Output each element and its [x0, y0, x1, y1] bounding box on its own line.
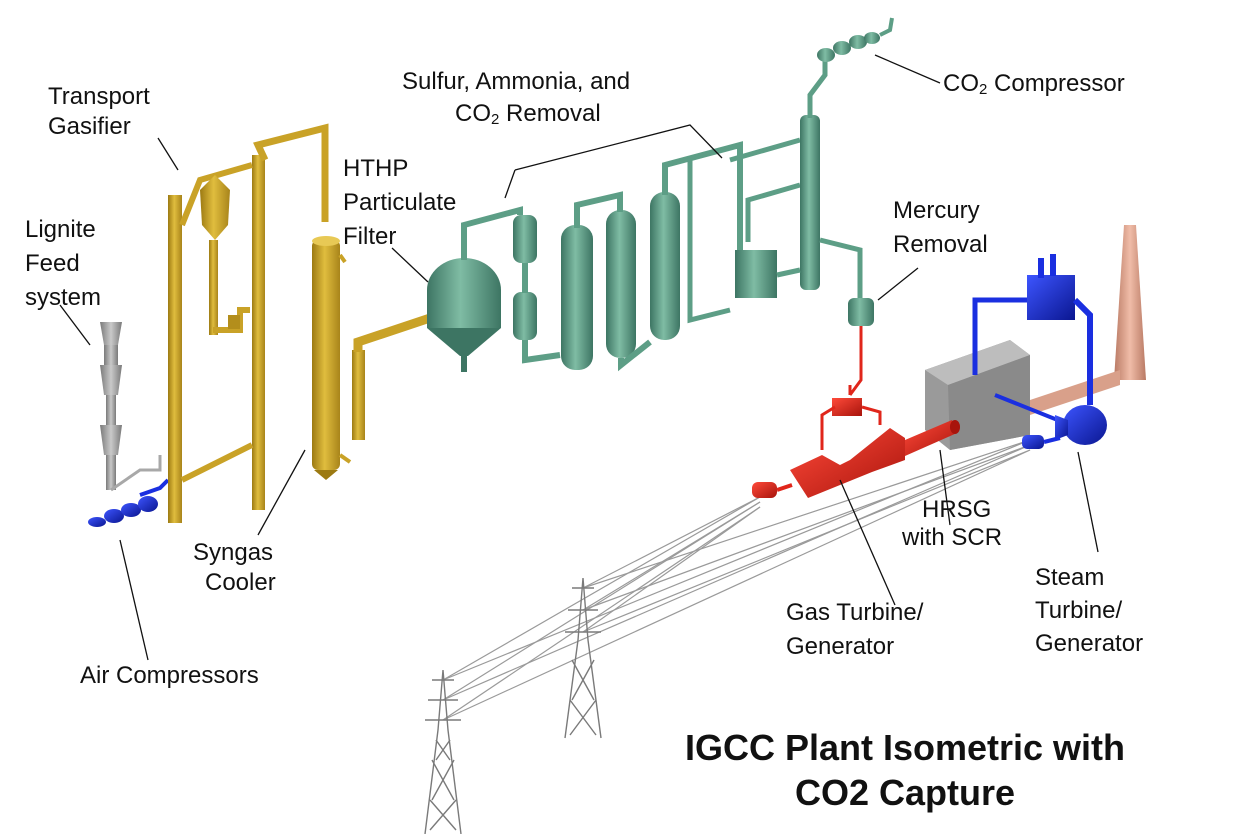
label-air-compressors: Air Compressors	[80, 662, 259, 689]
svg-text:CO2 Capture: CO2 Capture	[795, 772, 1015, 813]
svg-text:Filter: Filter	[343, 223, 396, 250]
svg-text:Removal: Removal	[893, 231, 988, 258]
transport-gasifier	[168, 123, 329, 523]
svg-text:HTHP: HTHP	[343, 155, 408, 182]
transmission-tower-left	[424, 669, 462, 834]
svg-text:Transport: Transport	[48, 83, 150, 110]
label-sulfur-ammonia-co2-removal: Sulfur, Ammonia, and CO2 Removal	[402, 68, 630, 128]
svg-text:HRSG: HRSG	[922, 496, 991, 523]
svg-text:Generator: Generator	[1035, 630, 1143, 657]
transmission-tower-right	[564, 577, 602, 739]
label-transport-gasifier: Transport Gasifier	[48, 83, 150, 140]
transmission-lines	[442, 439, 1031, 721]
svg-text:with SCR: with SCR	[901, 524, 1002, 551]
leader-lines	[59, 54, 1099, 661]
label-syngas-cooler: Syngas Cooler	[193, 539, 276, 596]
svg-text:Sulfur, Ammonia, and: Sulfur, Ammonia, and	[402, 68, 630, 95]
steam-turbine-generator	[972, 254, 1107, 449]
svg-text:system: system	[25, 284, 101, 311]
lignite-feed-system	[100, 322, 162, 492]
label-co2-compressor: CO2 Compressor	[943, 70, 1125, 98]
label-steam-turbine-generator: Steam Turbine/ Generator	[1035, 564, 1143, 657]
gas-turbine-generator	[752, 385, 960, 498]
svg-text:Lignite: Lignite	[25, 216, 96, 243]
mercury-removal	[848, 298, 874, 396]
svg-text:CO2 Removal: CO2 Removal	[455, 100, 601, 128]
svg-text:Steam: Steam	[1035, 564, 1104, 591]
label-gas-turbine-generator: Gas Turbine/ Generator	[786, 599, 924, 660]
svg-text:Generator: Generator	[786, 633, 894, 660]
svg-text:Turbine/: Turbine/	[1035, 597, 1122, 624]
svg-text:Mercury: Mercury	[893, 197, 980, 224]
svg-text:IGCC Plant Isometric with: IGCC Plant Isometric with	[685, 727, 1125, 768]
svg-text:Cooler: Cooler	[205, 569, 276, 596]
svg-text:Feed: Feed	[25, 250, 80, 277]
svg-text:Gas Turbine/: Gas Turbine/	[786, 599, 924, 626]
air-compressors	[88, 478, 170, 527]
svg-text:Gasifier: Gasifier	[48, 113, 131, 140]
syngas-cooler	[312, 236, 432, 480]
svg-text:Particulate: Particulate	[343, 189, 456, 216]
label-hthp-particulate-filter: HTHP Particulate Filter	[343, 155, 456, 250]
label-hrsg-with-scr: HRSG with SCR	[901, 496, 1002, 551]
hthp-particulate-filter	[427, 206, 523, 372]
co2-compressor	[807, 17, 894, 118]
svg-text:Syngas: Syngas	[193, 539, 273, 566]
diagram-title: IGCC Plant Isometric with CO2 Capture	[685, 727, 1125, 813]
label-mercury-removal: Mercury Removal	[893, 197, 988, 258]
sulfur-ammonia-co2-removal	[513, 115, 863, 372]
label-lignite-feed-system: Lignite Feed system	[25, 216, 101, 311]
exhaust-stack	[1030, 225, 1146, 415]
